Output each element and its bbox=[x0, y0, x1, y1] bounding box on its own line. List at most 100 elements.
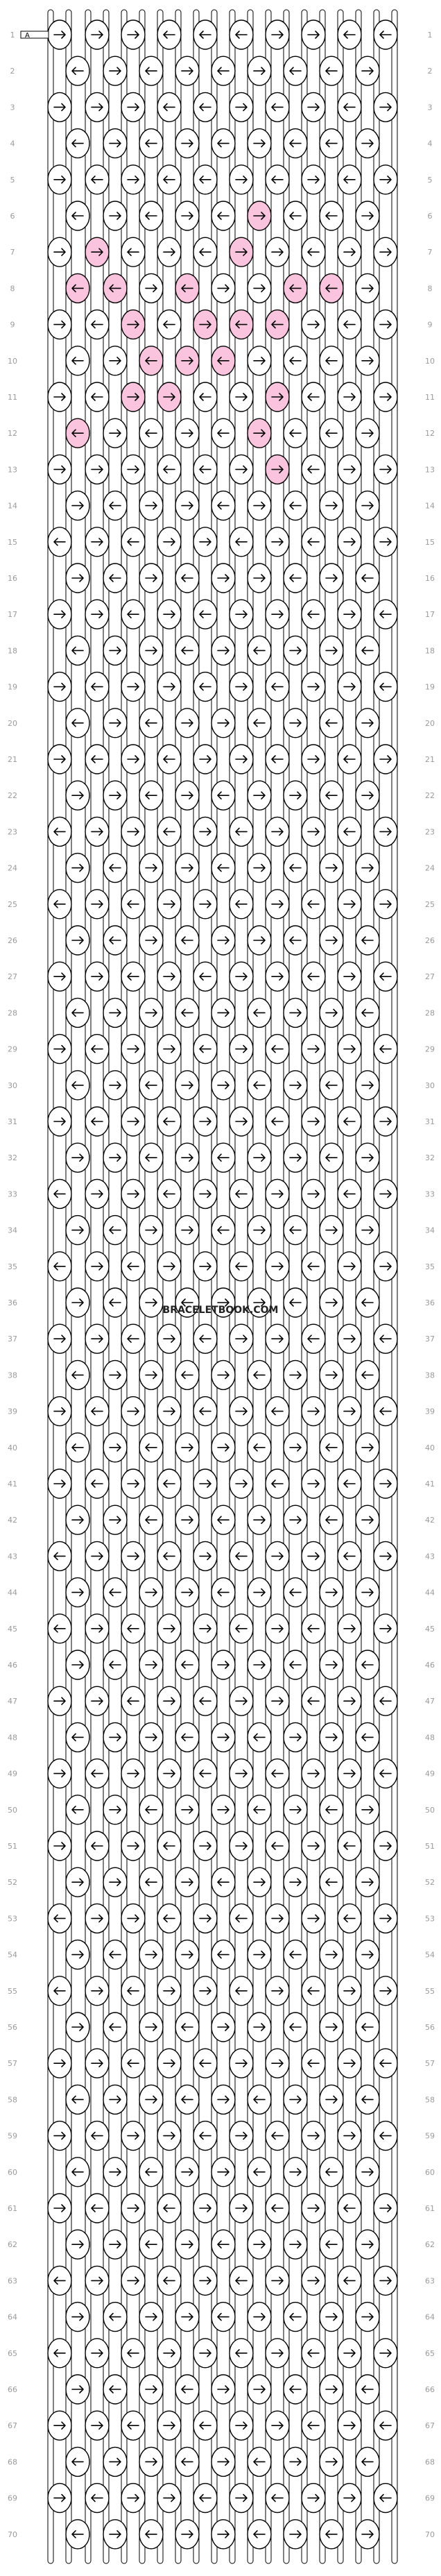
arrow-right-icon bbox=[235, 1334, 248, 1343]
arrow-right-icon bbox=[271, 538, 284, 546]
arrow-right-icon bbox=[217, 284, 230, 293]
row-number-right: 41 bbox=[425, 1480, 435, 1489]
arrow-right-icon bbox=[53, 2421, 66, 2430]
arrow-right-icon bbox=[361, 1806, 374, 1814]
knot bbox=[47, 1178, 72, 1210]
arrow-right-icon bbox=[253, 574, 266, 582]
arrow-left-icon bbox=[181, 284, 193, 293]
row-number-left: 3 bbox=[10, 103, 15, 112]
arrow-left-icon bbox=[325, 2168, 338, 2176]
knot bbox=[265, 2193, 290, 2223]
knot bbox=[373, 2338, 398, 2369]
knot bbox=[211, 1867, 236, 1897]
knot bbox=[65, 925, 90, 956]
knot bbox=[193, 671, 218, 702]
arrow-right-icon bbox=[361, 1516, 374, 1524]
arrow-left-icon bbox=[235, 320, 248, 329]
knot bbox=[355, 201, 380, 231]
arrow-right-icon bbox=[217, 1081, 230, 1090]
knot bbox=[337, 2482, 362, 2514]
knot bbox=[301, 454, 326, 485]
arrow-right-icon bbox=[163, 610, 175, 618]
knot bbox=[301, 961, 326, 992]
knot bbox=[175, 1214, 200, 1246]
knot bbox=[355, 780, 380, 811]
arrow-right-icon bbox=[127, 2131, 139, 2140]
arrow-right-icon bbox=[253, 791, 266, 799]
arrow-right-icon bbox=[163, 972, 175, 981]
knot bbox=[247, 1214, 272, 1246]
knot bbox=[301, 1468, 326, 1499]
arrow-right-icon bbox=[53, 1842, 66, 1850]
row-number-left: 23 bbox=[8, 827, 17, 836]
arrow-right-icon bbox=[379, 755, 392, 763]
knot bbox=[211, 2229, 236, 2260]
knot bbox=[373, 237, 398, 267]
knot bbox=[65, 346, 90, 376]
arrow-right-icon bbox=[343, 610, 356, 618]
knot bbox=[139, 2374, 164, 2405]
row-number-right: 70 bbox=[425, 2530, 435, 2539]
arrow-left-icon bbox=[325, 139, 338, 148]
arrow-right-icon bbox=[361, 2240, 374, 2248]
arrow-left-icon bbox=[325, 1806, 338, 1814]
knot bbox=[211, 56, 236, 86]
knot bbox=[265, 744, 290, 774]
arrow-right-icon bbox=[109, 1008, 121, 1017]
arrow-left-icon bbox=[307, 900, 320, 908]
arrow-right-icon bbox=[91, 1552, 103, 1561]
arrow-right-icon bbox=[199, 1262, 211, 1271]
knot bbox=[265, 1033, 290, 1065]
arrow-right-icon bbox=[253, 284, 266, 293]
arrow-right-icon bbox=[217, 2023, 230, 2031]
knot bbox=[103, 2229, 128, 2260]
row-number-left: 59 bbox=[8, 2132, 17, 2141]
knot bbox=[283, 128, 308, 159]
arrow-right-icon bbox=[379, 2204, 392, 2212]
knot bbox=[229, 2265, 254, 2296]
knot bbox=[319, 997, 344, 1028]
arrow-right-icon bbox=[217, 1371, 230, 1380]
knot bbox=[265, 599, 290, 629]
row-number-left: 66 bbox=[8, 2385, 17, 2394]
arrow-right-icon bbox=[181, 2312, 193, 2321]
arrow-right-icon bbox=[127, 1552, 139, 1561]
arrow-right-icon bbox=[109, 2530, 121, 2539]
knot bbox=[157, 382, 182, 412]
arrow-left-icon bbox=[71, 357, 84, 365]
arrow-right-icon bbox=[91, 1189, 103, 1198]
knot bbox=[211, 1939, 236, 1970]
row-number-right: 14 bbox=[425, 502, 435, 511]
knot bbox=[175, 2519, 200, 2550]
knot bbox=[301, 1541, 326, 1572]
knot bbox=[301, 164, 326, 195]
arrow-right-icon bbox=[145, 1371, 157, 1380]
arrow-left-icon bbox=[379, 682, 392, 691]
arrow-right-icon bbox=[361, 2530, 374, 2539]
knot bbox=[283, 2446, 308, 2477]
row-numbers-left: 1234567891011121314151617181920212223242… bbox=[8, 31, 49, 2539]
arrow-right-icon bbox=[181, 501, 193, 510]
arrow-right-icon bbox=[127, 1044, 139, 1053]
arrow-left-icon bbox=[145, 1153, 157, 1162]
arrow-right-icon bbox=[253, 863, 266, 872]
knot bbox=[85, 2410, 110, 2441]
arrow-right-icon bbox=[361, 357, 374, 365]
arrow-left-icon bbox=[307, 1987, 320, 1995]
knot bbox=[157, 2120, 182, 2151]
arrow-right-icon bbox=[181, 863, 193, 872]
arrow-right-icon bbox=[199, 1189, 211, 1198]
arrow-left-icon bbox=[325, 2530, 338, 2539]
row-number-right: 29 bbox=[425, 1045, 435, 1054]
arrow-right-icon bbox=[163, 1987, 175, 1995]
knot bbox=[121, 2120, 146, 2151]
row-number-left: 64 bbox=[8, 2313, 17, 2322]
knot bbox=[121, 382, 146, 412]
arrow-right-icon bbox=[109, 429, 121, 437]
knot bbox=[121, 527, 146, 557]
arrow-left-icon bbox=[127, 1697, 139, 1705]
arrow-right-icon bbox=[379, 1117, 392, 1126]
row-number-right: 10 bbox=[425, 357, 435, 366]
knot bbox=[65, 201, 90, 231]
arrow-right-icon bbox=[271, 1697, 284, 1705]
